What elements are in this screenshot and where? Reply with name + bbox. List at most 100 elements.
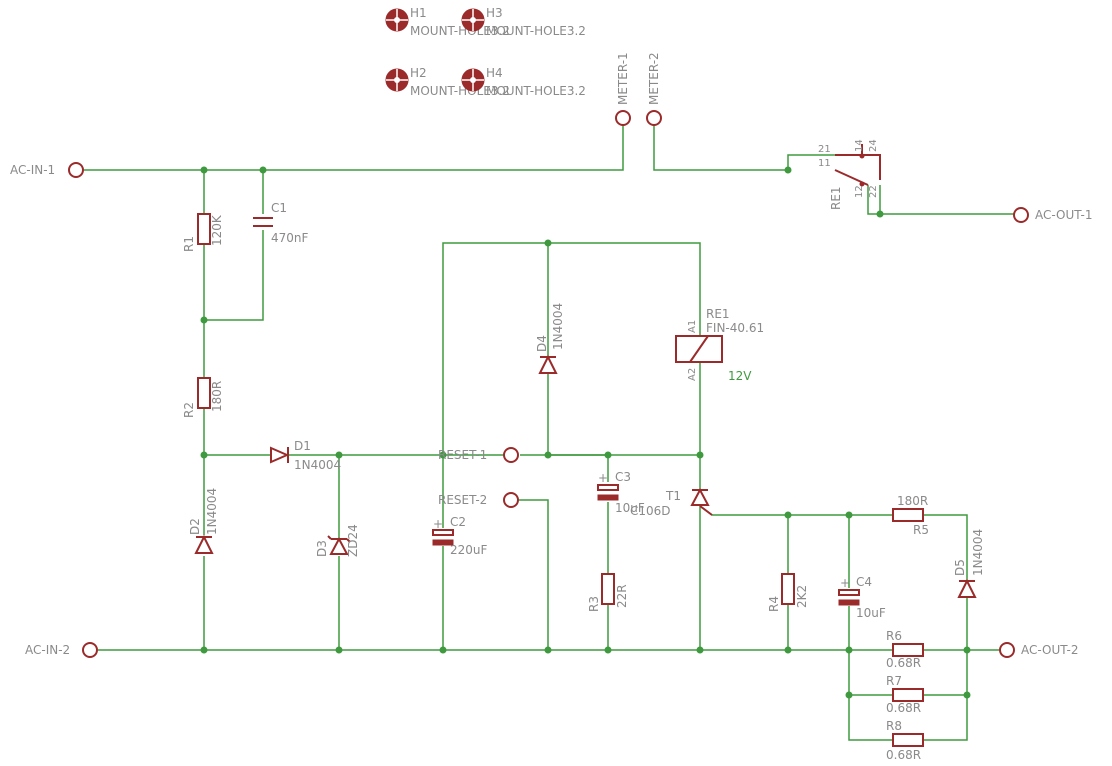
connector-label: AC-IN-1 — [10, 163, 55, 177]
connector-meter-1[interactable]: METER-1 — [615, 52, 631, 126]
junction — [963, 691, 971, 699]
wire-relay-out — [879, 185, 1020, 215]
junction — [200, 316, 208, 324]
junction — [784, 646, 792, 654]
resistor-icon — [892, 733, 924, 747]
pin-11: 11 — [818, 158, 831, 169]
pin-24: 24 — [868, 139, 879, 152]
capacitor-icon — [253, 217, 273, 227]
diode-d1: D1 1N4004 — [270, 439, 341, 472]
part-value: 1N4004 — [971, 529, 985, 576]
junction — [259, 166, 267, 174]
part-name: T1 — [665, 489, 681, 503]
part-value: C106D — [630, 504, 671, 518]
wire-meter-2 — [653, 118, 835, 171]
wire-c3 — [520, 454, 609, 650]
part-name: R4 — [767, 596, 781, 612]
pad-icon[interactable] — [68, 162, 84, 178]
junction — [604, 646, 612, 654]
junction — [784, 166, 792, 174]
mount-hole-value: MOUNT-HOLE3.2 — [410, 24, 510, 38]
part-name: D2 — [188, 518, 202, 535]
resistor-icon — [197, 377, 211, 409]
pad-icon[interactable] — [503, 492, 519, 508]
diode-d4: D4 1N4004 — [535, 303, 565, 374]
part-value: 10uF — [615, 501, 645, 515]
connector-ac-out-2[interactable]: AC-OUT-2 — [999, 642, 1078, 658]
part-name: C1 — [271, 201, 287, 215]
wire-c2 — [442, 242, 701, 650]
pin-22: 22 — [868, 185, 879, 198]
diode-icon — [957, 578, 977, 598]
part-name: C4 — [856, 575, 872, 589]
mount-hole-name: H1 — [410, 6, 427, 20]
junction — [544, 451, 552, 459]
pad-icon[interactable] — [999, 642, 1015, 658]
relay-contact-frame — [835, 154, 881, 180]
resistor-icon — [892, 508, 924, 522]
connector-label: AC-OUT-2 — [1021, 643, 1078, 657]
contact-point — [859, 181, 865, 187]
junction — [439, 646, 447, 654]
pad-icon[interactable] — [503, 447, 519, 463]
part-value: 0.68R — [886, 656, 921, 670]
pad-icon[interactable] — [1013, 207, 1029, 223]
polarity-plus: + — [433, 517, 443, 531]
resistor-r6: R6 0.68R — [886, 629, 924, 670]
resistor-icon — [781, 573, 795, 605]
capacitor-c1: C1 470nF — [253, 201, 309, 245]
connector-label: METER-2 — [647, 52, 661, 105]
part-value: ZD24 — [346, 524, 360, 557]
junction — [963, 646, 971, 654]
zener-diode-icon — [327, 535, 351, 555]
relay-contact-re1: 21 11 14 24 12 22 RE1 — [818, 139, 881, 210]
connector-meter-2[interactable]: METER-2 — [646, 52, 662, 126]
capacitor-c4: + C4 10uF — [838, 575, 886, 620]
junction — [200, 646, 208, 654]
connector-label: RESET-1 — [438, 448, 487, 462]
pin-a1: A1 — [687, 320, 698, 333]
part-name: D1 — [294, 439, 311, 453]
connector-reset-1[interactable]: RESET-1 — [438, 447, 519, 463]
wire-d4 — [547, 243, 700, 456]
junction — [544, 646, 552, 654]
pad-icon[interactable] — [82, 642, 98, 658]
connector-ac-out-1[interactable]: AC-OUT-1 — [1013, 207, 1092, 223]
resistor-r8: R8 0.68R — [886, 719, 924, 762]
mount-hole-name: H2 — [410, 66, 427, 80]
wire-relay-22 — [867, 185, 880, 215]
connector-label: AC-IN-2 — [25, 643, 70, 657]
diode-icon — [538, 354, 558, 374]
mount-hole-center — [394, 17, 400, 23]
pin-21: 21 — [818, 144, 831, 155]
zener-diode-d3: D3 ZD24 — [315, 524, 360, 557]
part-value: 180R — [210, 381, 224, 412]
mount-hole-h4: H4 MOUNT-HOLE3.2 — [461, 66, 586, 98]
pin-a2: A2 — [687, 368, 698, 381]
diode-icon — [194, 534, 214, 554]
pad-icon[interactable] — [646, 110, 662, 126]
part-value: 220uF — [450, 543, 488, 557]
resistor-icon — [892, 643, 924, 657]
part-value: 22R — [615, 584, 629, 608]
part-value: 0.68R — [886, 748, 921, 762]
coil-voltage: 12V — [728, 369, 752, 383]
resistor-r7: R7 0.68R — [886, 674, 924, 715]
mount-hole-center — [394, 77, 400, 83]
part-value: 1N4004 — [294, 458, 341, 472]
connector-ac-in-2[interactable]: AC-IN-2 — [25, 642, 98, 658]
junction — [845, 511, 853, 519]
pad-icon[interactable] — [615, 110, 631, 126]
part-name: R3 — [587, 596, 601, 612]
pin-12: 12 — [854, 185, 865, 198]
junction — [876, 210, 884, 218]
polarity-plus: + — [840, 576, 850, 590]
junction — [845, 691, 853, 699]
polarity-plus: + — [598, 471, 608, 485]
part-name: RE1 — [706, 307, 730, 321]
mount-hole-name: H4 — [486, 66, 503, 80]
wire-shunt — [848, 650, 968, 741]
junctions — [200, 166, 971, 699]
connector-ac-in-1[interactable]: AC-IN-1 — [10, 162, 84, 178]
connector-reset-2[interactable]: RESET-2 — [438, 492, 519, 508]
